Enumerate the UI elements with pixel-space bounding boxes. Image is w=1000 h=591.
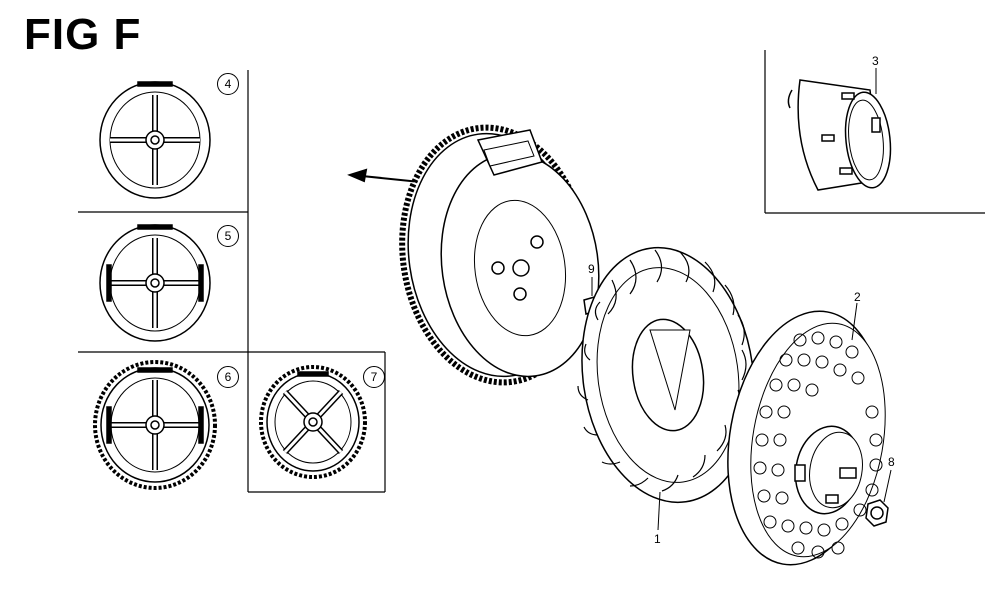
callout-6: 6 xyxy=(217,366,239,388)
leader-lines xyxy=(591,68,892,531)
fan-screen xyxy=(727,310,886,566)
flywheel xyxy=(399,124,600,386)
variant-panel-grid xyxy=(78,70,386,493)
nut-8 xyxy=(865,499,889,527)
starter-cup xyxy=(787,79,892,191)
variant-6-rotor xyxy=(93,360,217,490)
variant-7-rotor xyxy=(259,365,367,479)
variant-4-rotor xyxy=(99,81,211,199)
panel-3-box xyxy=(764,50,985,214)
callout-8: 8 xyxy=(888,455,895,469)
callout-5: 5 xyxy=(217,225,239,247)
callout-7: 7 xyxy=(363,366,385,388)
callout-2: 2 xyxy=(854,290,861,304)
callout-4: 4 xyxy=(217,73,239,95)
cooling-fan xyxy=(577,246,755,504)
figure-title: FIG F xyxy=(24,10,142,59)
variant-5-rotor xyxy=(99,224,211,342)
callout-3: 3 xyxy=(872,54,879,68)
callout-9: 9 xyxy=(588,262,595,276)
callout-1: 1 xyxy=(654,532,661,546)
